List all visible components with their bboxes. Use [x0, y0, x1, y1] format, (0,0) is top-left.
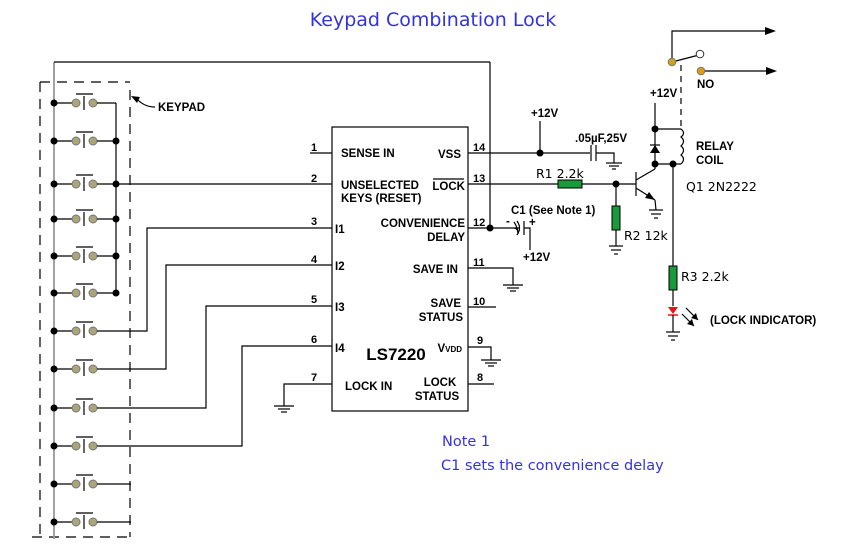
pin-2-label-2: KEYS (RESET): [341, 193, 422, 205]
led-label: (LOCK INDICATOR): [710, 315, 816, 327]
pin-14-number: 14: [473, 142, 486, 154]
keypad-button: [50, 209, 120, 226]
keypad-button: [50, 174, 120, 191]
ground-icon: [666, 331, 680, 341]
keypad-button: [50, 512, 131, 529]
i4-wire: [100, 345, 332, 447]
c1-plus-label: +: [529, 217, 536, 229]
r3-label: R3 2.2k: [681, 269, 729, 284]
pin-10-label-2: STATUS: [419, 312, 464, 324]
pin-12-label-2: DELAY: [427, 232, 465, 244]
pin-10-label-1: SAVE: [431, 298, 462, 310]
pin-9-label: VVDD: [437, 343, 462, 355]
keypad-label: KEYPAD: [158, 102, 205, 114]
pin-11-label: SAVE IN: [413, 264, 458, 276]
keypad-button: [50, 359, 100, 376]
bypass-cap-label: .05µF,25V: [575, 133, 627, 145]
ground-icon: [274, 405, 294, 413]
pin-13-number: 13: [473, 173, 485, 185]
keypad-buttons: [50, 93, 131, 529]
pin7-wire: [283, 383, 332, 406]
r2-label: R2 12k: [624, 228, 669, 243]
pin-6-label: I4: [335, 343, 345, 355]
keypad-button: [50, 436, 100, 453]
pin-14-label: VSS: [438, 149, 461, 161]
note-heading: Note 1: [442, 434, 490, 450]
capacitor-c1: [510, 220, 531, 250]
r1-label: R1 2.2k: [536, 166, 584, 181]
pin-4-number: 4: [311, 254, 318, 266]
keypad-button: [50, 283, 120, 300]
pin-8-number: 8: [477, 372, 483, 384]
ground-icon: [481, 359, 501, 367]
resistor-r2: [611, 205, 621, 231]
pin-12-number: 12: [473, 217, 485, 229]
pin-9-number: 9: [477, 335, 483, 347]
ground-icon: [609, 245, 623, 255]
diagram-title: Keypad Combination Lock: [310, 9, 556, 31]
c1-supply-label: +12V: [523, 252, 551, 264]
relay-label-1: RELAY: [696, 141, 734, 153]
supply-12v-label: +12V: [531, 108, 559, 120]
keypad-button: [50, 131, 120, 148]
resistor-r1: [557, 179, 583, 189]
pin-13-label: LOCK: [432, 181, 465, 193]
keypad-label-group: KEYPAD: [131, 96, 205, 114]
bypass-capacitor: [590, 145, 622, 170]
pin-6-number: 6: [311, 334, 317, 346]
ic-part-number: LS7220: [366, 345, 426, 364]
pin-5-label: I3: [335, 302, 345, 314]
pin-3-number: 3: [311, 216, 317, 228]
q1-label: Q1 2N2222: [686, 179, 757, 194]
pin9-wire: [468, 346, 492, 360]
i3-wire: [100, 305, 332, 409]
keypad-button: [50, 398, 100, 415]
pin-5-number: 5: [311, 294, 317, 306]
relay-contacts: [667, 27, 777, 76]
pin-2-label-1: UNSELECTED: [341, 180, 419, 192]
flyback-diode: [650, 144, 660, 153]
keypad-outline: [32, 81, 131, 538]
relay-label-2: COIL: [696, 155, 723, 167]
relay-no-label: NO: [697, 79, 714, 91]
pin-7-label: LOCK IN: [345, 381, 392, 393]
transistor-q1: [635, 164, 663, 219]
keypad-button: [50, 93, 116, 110]
i2-wire: [100, 264, 332, 370]
relay-supply-label: +12V: [650, 88, 678, 100]
pin-3-label: I1: [335, 224, 345, 236]
ls7220-ic: [331, 126, 469, 412]
pin-2-number: 2: [311, 173, 317, 185]
pin-8-label-2: STATUS: [415, 391, 460, 403]
pin-7-number: 7: [311, 372, 317, 384]
relay-coil: [680, 128, 685, 165]
note-text: C1 sets the convenience delay: [441, 458, 664, 474]
resistor-r3: [668, 265, 678, 291]
pin11-wire: [468, 267, 514, 285]
led-icon: [668, 307, 699, 332]
pin-11-number: 11: [473, 257, 485, 269]
pin-8-label-1: LOCK: [424, 377, 457, 389]
pin-4-label: I2: [335, 261, 345, 273]
i1-wire: [100, 227, 332, 332]
pin-1-number: 1: [311, 142, 317, 154]
keypad-button: [50, 321, 100, 338]
keypad-button: [50, 474, 131, 491]
pin-1-label: SENSE IN: [341, 148, 395, 160]
keypad-button: [50, 246, 120, 263]
pin-12-label-1: CONVENIENCE: [381, 218, 466, 230]
c1-minus-label: -: [506, 216, 510, 228]
c1-label: C1 (See Note 1): [511, 205, 596, 217]
pin-10-number: 10: [473, 296, 485, 308]
ground-icon: [503, 284, 523, 292]
